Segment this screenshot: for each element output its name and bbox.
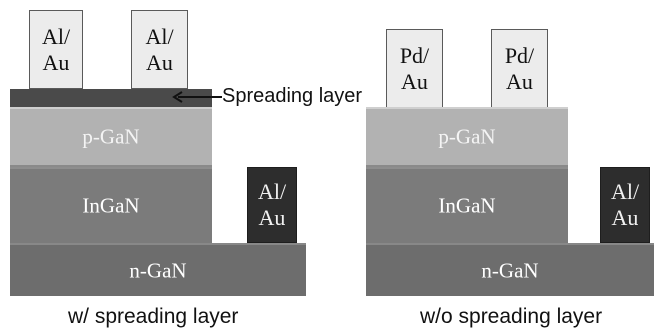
contact-line2: Au: [506, 68, 533, 94]
contact-line2: Au: [258, 205, 286, 230]
right-p-contact-1: Pd/ Au: [386, 29, 443, 108]
spreading-layer-label: Spreading layer: [222, 85, 363, 107]
right-p-contact-2: Pd/ Au: [491, 29, 548, 108]
right-n-contact: Al/ Au: [600, 167, 650, 243]
right-caption: w/o spreading layer: [420, 305, 603, 328]
contact-line1: Al/: [145, 23, 174, 49]
contact-line1: Al/: [257, 179, 287, 204]
layer-label: InGaN: [82, 193, 140, 218]
contact-line1: Pd/: [399, 42, 430, 68]
right-p-gan-layer: p-GaN: [366, 107, 568, 167]
layer-label: n-GaN: [481, 258, 539, 282]
right-n-gan-layer: n-GaN: [366, 243, 654, 296]
contact-line2: Au: [146, 49, 173, 75]
layer-label: n-GaN: [129, 258, 187, 282]
spreading-layer-arrow: [172, 91, 222, 103]
contact-line2: Au: [611, 205, 639, 230]
left-caption: w/ spreading layer: [68, 305, 239, 328]
left-n-contact: Al/ Au: [247, 167, 297, 243]
left-p-gan-layer: p-GaN: [10, 107, 212, 167]
right-ingan-layer: InGaN: [366, 167, 568, 243]
layer-label: InGaN: [438, 193, 496, 218]
left-p-contact-2: Al/ Au: [131, 10, 188, 89]
left-spreading-layer: [10, 89, 212, 107]
layer-label: p-GaN: [438, 124, 496, 149]
layer-label: p-GaN: [82, 124, 140, 149]
contact-line1: Pd/: [504, 42, 535, 68]
left-p-contact-1: Al/ Au: [29, 10, 83, 89]
contact-line2: Au: [401, 68, 428, 94]
contact-line1: Al/: [41, 23, 71, 49]
contact-line1: Al/: [610, 179, 640, 204]
left-ingan-layer: InGaN: [10, 167, 212, 243]
contact-line2: Au: [42, 49, 70, 75]
left-n-gan-layer: n-GaN: [10, 243, 306, 296]
